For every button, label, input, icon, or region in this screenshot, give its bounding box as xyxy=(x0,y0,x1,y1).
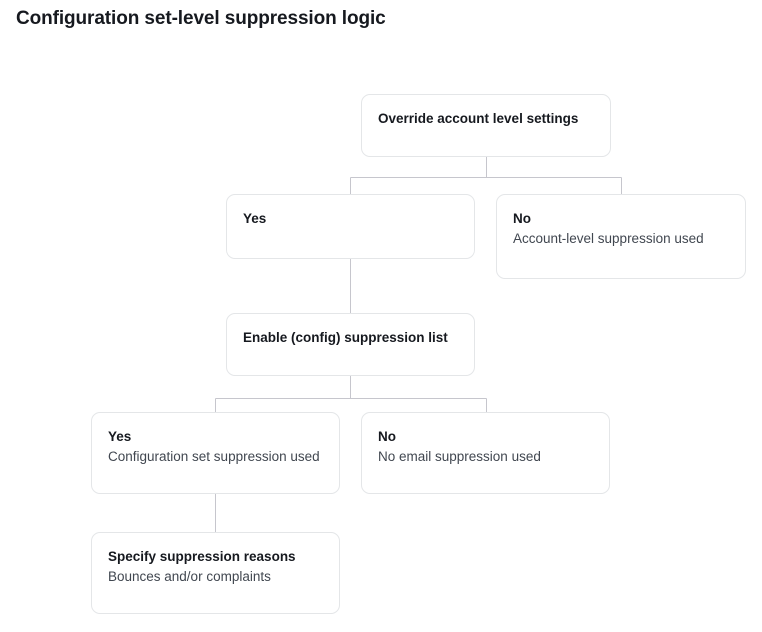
node-title: Enable (config) suppression list xyxy=(243,330,448,345)
edge-enable-list-to-children xyxy=(215,376,487,412)
page-title: Configuration set-level suppression logi… xyxy=(16,8,386,29)
node-subtitle: Account-level suppression used xyxy=(513,231,704,246)
node-title: Yes xyxy=(243,211,267,226)
node-enable-no: No No email suppression used xyxy=(361,412,610,494)
node-title: Override account level settings xyxy=(378,111,579,126)
node-title: No xyxy=(378,429,396,444)
node-subtitle: Bounces and/or complaints xyxy=(108,569,271,584)
node-override-yes: Yes xyxy=(226,194,475,259)
node-override-account-level-settings: Override account level settings xyxy=(361,94,611,157)
node-override-no: No Account-level suppression used xyxy=(496,194,746,279)
node-subtitle: No email suppression used xyxy=(378,449,541,464)
node-enable-yes: Yes Configuration set suppression used xyxy=(91,412,340,494)
node-specify-suppression-reasons: Specify suppression reasons Bounces and/… xyxy=(91,532,340,614)
node-subtitle: Configuration set suppression used xyxy=(108,449,320,464)
node-title: No xyxy=(513,211,531,226)
node-title: Specify suppression reasons xyxy=(108,549,296,564)
edge-override-to-children xyxy=(350,157,622,194)
node-title: Yes xyxy=(108,429,132,444)
node-enable-config-suppression-list: Enable (config) suppression list xyxy=(226,313,475,376)
